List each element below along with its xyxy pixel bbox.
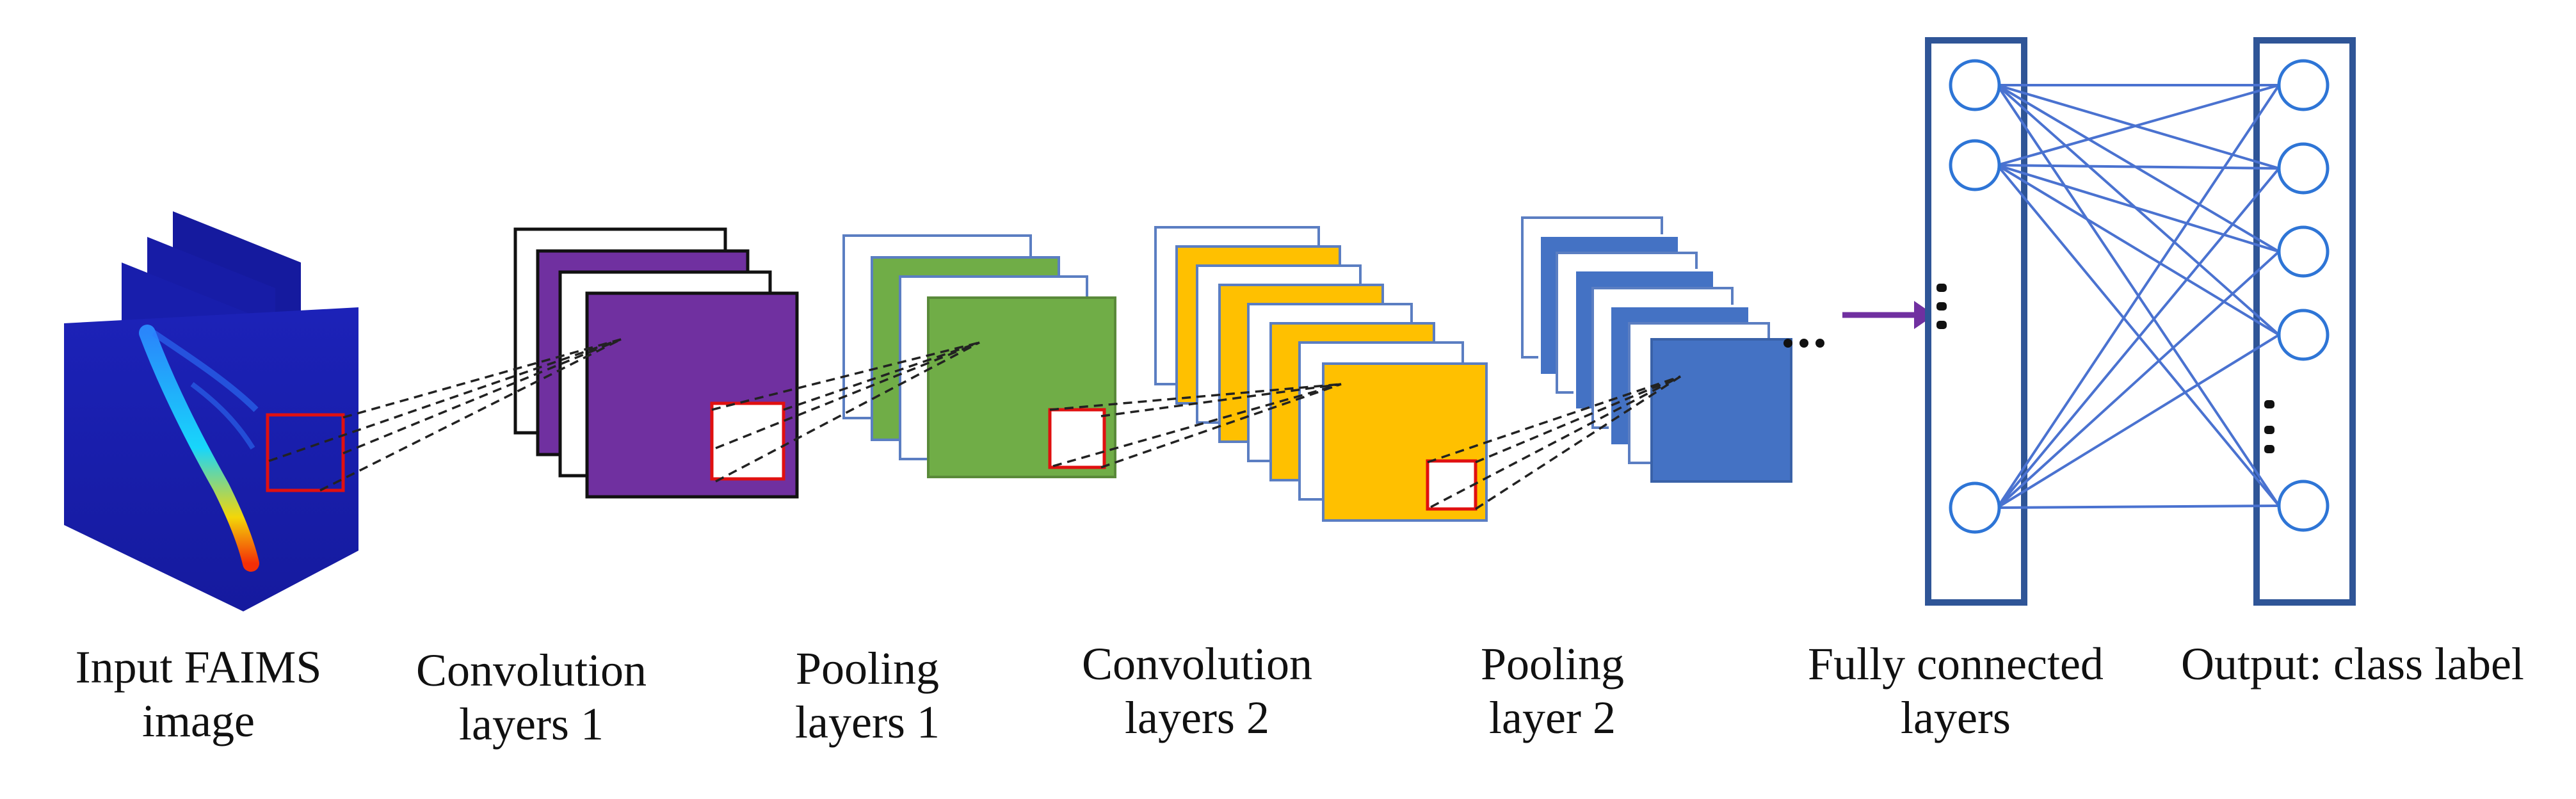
- pool1-stack: [842, 234, 1116, 478]
- projection-lines: [268, 338, 1681, 510]
- label-fc: Fully connected layers: [1780, 637, 2132, 745]
- label-input-line-1: Input FAIMS: [75, 642, 322, 693]
- label-pool2-line-2: layer 2: [1489, 692, 1616, 743]
- input-layer-front: [64, 307, 358, 611]
- pool2-map-8: [1650, 338, 1792, 483]
- pool2-stack: [1521, 216, 1792, 483]
- label-fc-line-1: Fully connected: [1808, 638, 2104, 690]
- input-image-stack: [64, 211, 358, 611]
- label-pool1-line-2: layers 1: [795, 697, 940, 748]
- conv1-kernel-box: [710, 401, 785, 481]
- label-conv2-line-1: Convolution: [1081, 638, 1313, 690]
- label-input: Input FAIMS image: [38, 640, 358, 748]
- label-fc-line-2: layers: [1901, 692, 2011, 743]
- label-input-line-2: image: [142, 695, 255, 747]
- output-node-5: [2277, 480, 2330, 532]
- label-conv1: Convolution layers 1: [381, 643, 682, 751]
- output-node-3: [2277, 225, 2330, 278]
- output-node-1: [2277, 59, 2330, 111]
- fc-node-2: [1949, 139, 2001, 191]
- conv2-kernel-box: [1426, 459, 1477, 511]
- label-conv2: Convolution layers 2: [1047, 637, 1348, 745]
- conv2-stack: [1154, 226, 1488, 522]
- label-output-line-1: Output: class label: [2181, 638, 2524, 690]
- fc-node-3: [1949, 481, 2001, 534]
- label-conv1-line-1: Convolution: [415, 645, 647, 696]
- conv1-stack: [513, 227, 799, 499]
- label-output: Output: class label: [2148, 637, 2557, 691]
- pool1-kernel-box: [1048, 408, 1106, 469]
- right-arrow-icon: [1842, 301, 1935, 329]
- label-pool1: Pooling layers 1: [739, 642, 995, 749]
- ellipsis-icon: [1783, 339, 1824, 348]
- fc-output-connections: [1996, 84, 2280, 509]
- output-nodes: [2277, 59, 2330, 532]
- fc-vertical-ellipsis-icon: [1936, 284, 1947, 329]
- label-conv1-line-2: layers 1: [459, 698, 604, 750]
- fc-node-1: [1949, 59, 2001, 111]
- output-node-2: [2277, 142, 2330, 195]
- label-pool2: Pooling layer 2: [1434, 637, 1671, 745]
- fc-nodes: [1949, 59, 2001, 534]
- label-conv2-line-2: layers 2: [1125, 692, 1269, 743]
- output-vertical-ellipsis-icon: [2264, 400, 2274, 453]
- output-node-4: [2277, 309, 2330, 361]
- label-pool1-line-1: Pooling: [795, 643, 940, 694]
- label-pool2-line-1: Pooling: [1480, 638, 1625, 690]
